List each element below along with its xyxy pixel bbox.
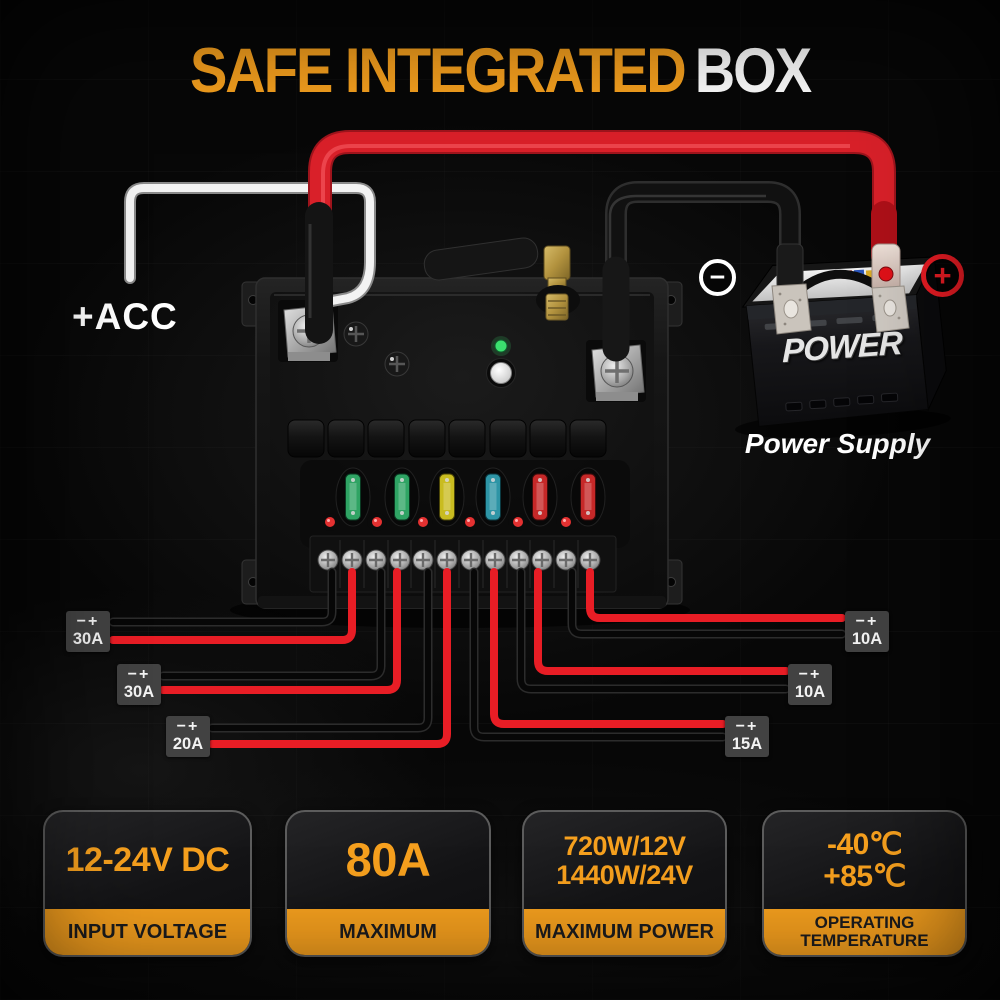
blade-fuse — [522, 467, 558, 527]
amp-rating: 30A — [123, 683, 155, 702]
tap-wire-left-3 — [207, 567, 451, 748]
fuse-tap-left-2: −+ 30A — [117, 664, 161, 705]
status-led-green — [491, 336, 511, 356]
positive-clamp — [871, 243, 910, 333]
blade-fuse-row — [300, 460, 630, 548]
spec-value: 720W/12V 1440W/24V — [556, 831, 693, 890]
polarity-sign: −+ — [127, 666, 151, 684]
spec-value: 12-24V DC — [65, 840, 230, 879]
title-suffix: BOX — [694, 35, 812, 106]
spec-badge-maximum-power: 720W/12V 1440W/24V MAXIMUM POWER — [522, 810, 727, 957]
amp-rating: 20A — [172, 735, 204, 754]
spec-value: -40℃ +85℃ — [823, 828, 906, 893]
antenna — [423, 237, 580, 321]
spec-label: MAXIMUM POWER — [524, 909, 725, 955]
face-screw — [343, 321, 369, 347]
terminal-screws — [317, 549, 601, 571]
tap-wire-right-3 — [469, 567, 728, 742]
battery-vents — [785, 392, 899, 412]
tap-wire-left-1 — [108, 567, 356, 644]
fuse-tap-right-3: −+ 15A — [725, 716, 769, 757]
spec-value: 80A — [345, 833, 431, 887]
plus-icon: + — [921, 254, 964, 297]
negative-clamp — [771, 243, 812, 335]
polarity-sign: −+ — [176, 718, 200, 736]
spec-label: OPERATING TEMPERATURE — [764, 909, 965, 955]
fuse-box — [230, 237, 690, 628]
polarity-sign: −+ — [798, 666, 822, 684]
blade-fuse — [429, 467, 465, 527]
amp-rating: 10A — [794, 683, 826, 702]
tap-wire-right-2 — [516, 567, 791, 694]
amp-rating: 15A — [731, 735, 763, 754]
power-supply-caption: Power Supply — [744, 428, 931, 459]
blade-fuse — [384, 467, 420, 527]
polarity-sign: −+ — [76, 613, 100, 631]
spec-label: INPUT VOLTAGE — [45, 909, 250, 955]
blade-fuse — [335, 467, 371, 527]
face-screw — [384, 351, 410, 377]
spec-badge-input-voltage: 12-24V DC INPUT VOLTAGE — [43, 810, 252, 957]
acc-wire-label: +ACC — [72, 296, 178, 337]
acc-white-wire — [124, 182, 376, 307]
blade-fuse — [475, 467, 511, 527]
reset-button[interactable] — [486, 358, 516, 388]
negative-black-wire — [602, 181, 801, 362]
amp-rating: 30A — [72, 630, 104, 649]
tap-wire-left-2 — [158, 567, 401, 694]
indicator-led-row — [320, 513, 576, 531]
output-wires — [108, 567, 847, 748]
input-terminal-right — [586, 340, 646, 402]
title-highlight: SAFE INTEGRATED — [189, 35, 687, 106]
fuse-tap-right-2: −+ 10A — [788, 664, 832, 705]
positive-red-wire — [305, 130, 897, 344]
blade-fuse — [570, 467, 606, 527]
tap-wire-right-1 — [567, 567, 847, 639]
polarity-sign: −+ — [735, 718, 759, 736]
spec-badge-maximum-current: 80A MAXIMUM — [285, 810, 491, 957]
fuse-tap-left-1: −+ 30A — [66, 611, 110, 652]
minus-icon: − — [699, 259, 736, 296]
fuse-tap-left-3: −+ 20A — [166, 716, 210, 757]
amp-rating: 10A — [851, 630, 883, 649]
spec-badge-operating-temperature: -40℃ +85℃ OPERATING TEMPERATURE — [762, 810, 967, 957]
spec-label: MAXIMUM — [287, 909, 489, 955]
fuse-tap-right-1: −+ 10A — [845, 611, 889, 652]
polarity-sign: −+ — [855, 613, 879, 631]
rocker-cover-row — [287, 419, 607, 458]
